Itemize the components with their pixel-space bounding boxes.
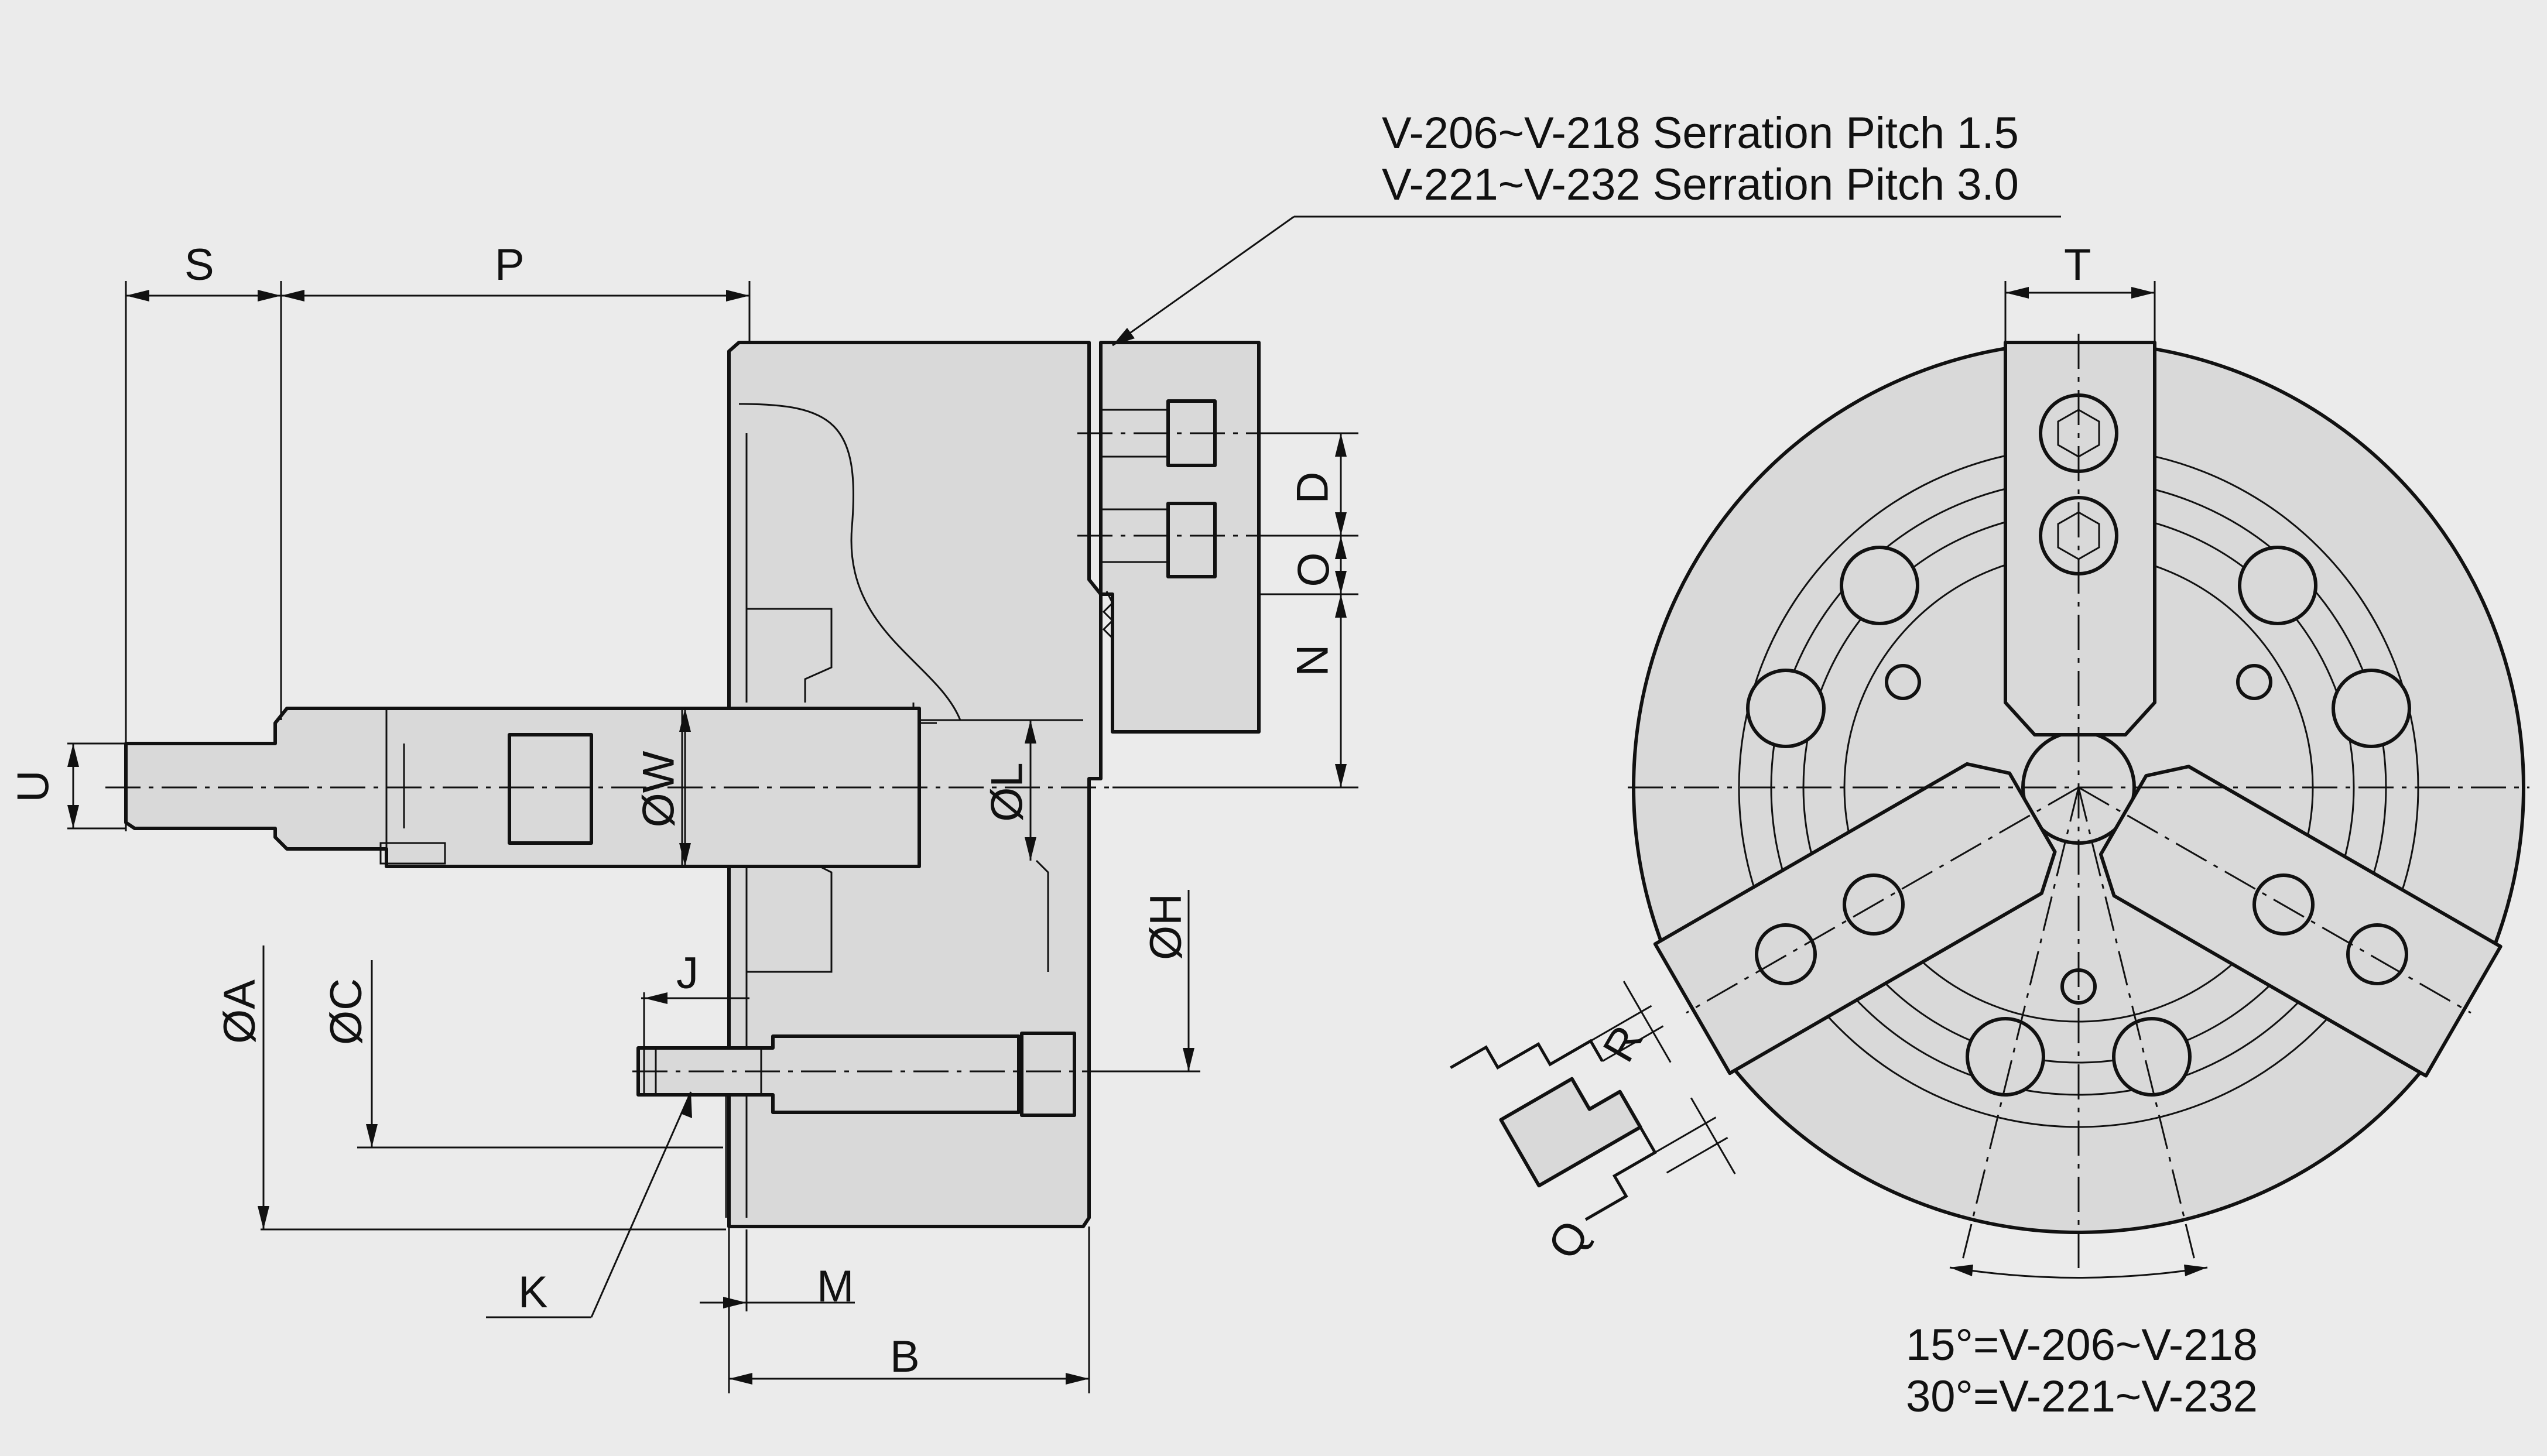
angle-arc [1949,1266,2208,1279]
serration-note-2: V-221~V-232 Serration Pitch 3.0 [1382,160,2019,210]
dim-label-M: M [817,1262,854,1311]
arrow [2005,287,2029,299]
serration [1102,591,1114,639]
dim-label-N: N [1288,644,1338,677]
dim-label-C: ØC [321,978,371,1045]
mounting-bolts [1746,546,2411,1097]
dim-label-O: O [1289,552,1339,587]
serration-note-1: V-206~V-218 Serration Pitch 1.5 [1382,108,2019,158]
dim-label-B: B [890,1332,920,1382]
dim-label-P: P [495,240,525,290]
bolt-head [1020,1032,1076,1117]
serration-detail [1450,981,1736,1221]
front-view [1628,281,2529,1279]
detail-key [1499,1077,1642,1188]
dimension-arrows [67,290,1347,1385]
inner-step [1035,859,1049,972]
center-line [2078,786,2471,1014]
dim-label-D: D [1288,471,1338,504]
drawbar-nut [508,733,593,845]
dim-label-T: T [2064,240,2091,290]
dim-label-A: ØA [214,979,265,1044]
dimension-lines [67,215,2061,1393]
dim-R [1622,981,1672,1063]
arrow [2184,1265,2207,1276]
detail-serration [1584,1126,1658,1221]
center-line [1960,787,2080,1265]
angle-note-2: 30°=V-221~V-232 [1906,1372,2258,1421]
angle-note-1: 15°=V-206~V-218 [1906,1320,2258,1370]
dim-Q [1690,1097,1736,1174]
dim-label-L: ØL [982,762,1032,822]
dim-label-K: K [518,1267,548,1317]
arrow [1950,1265,1973,1276]
section-break [738,403,961,721]
dim-label-J: J [676,948,699,998]
center-line [1686,786,2079,1014]
mounting-bolt [636,1034,1021,1114]
dim-Q-ext [1654,1116,1717,1153]
center-line [2077,787,2197,1265]
inner-step [747,608,833,703]
arrow [2131,287,2155,299]
dim-label-H: ØH [1141,893,1191,960]
dim-label-S: S [184,240,214,290]
side-view [67,215,2061,1393]
dim-label-W: ØW [634,751,684,828]
dim-label-U: U [8,770,59,803]
drawbar-pin [379,842,446,865]
dim-Q-ext [1666,1136,1728,1174]
jaw-screw-head [1166,502,1217,578]
